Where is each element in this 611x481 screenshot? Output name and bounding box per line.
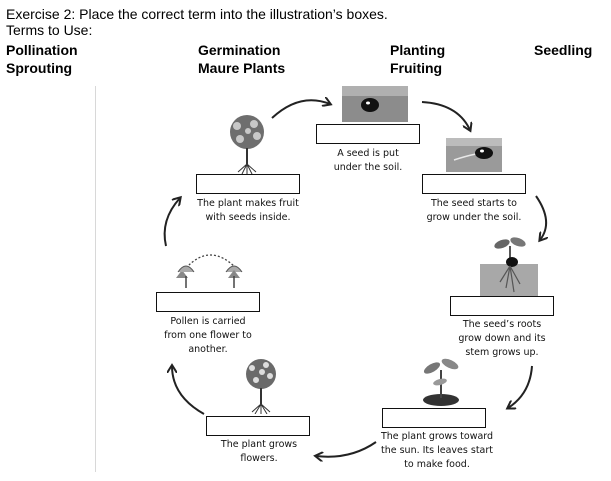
terms-heading: Terms to Use:: [6, 22, 93, 38]
answer-box-seedling-step[interactable]: [382, 408, 486, 428]
arrow-2: [421, 101, 470, 130]
arrow-4: [508, 365, 533, 408]
answer-box-flowering-step[interactable]: [206, 416, 310, 436]
answer-box-sprouting-step[interactable]: [450, 296, 554, 316]
young-plant-photo: [423, 358, 459, 406]
arrow-3: [535, 195, 546, 240]
answer-box-fruiting-step[interactable]: [196, 174, 300, 194]
flowering-plant-photo: [246, 359, 276, 414]
answer-box-planting-step[interactable]: [316, 124, 420, 144]
exercise-instruction: Exercise 2: Place the correct term into …: [6, 6, 388, 22]
fruiting-tree-photo: [230, 115, 264, 174]
term-pollination: Pollination: [6, 42, 78, 58]
pollination-flowers-photo: [176, 254, 243, 288]
term-fruiting: Fruiting: [390, 60, 443, 76]
term-mature-plants: Maure Plants: [198, 60, 286, 76]
arrow-1: [271, 100, 330, 119]
arrow-7: [163, 198, 180, 247]
divider-line: [95, 86, 96, 472]
term-planting: Planting: [390, 42, 446, 58]
term-seedling: Seedling: [534, 42, 593, 58]
seed-in-soil-photo: [342, 86, 408, 122]
seedling-roots-photo: [480, 237, 538, 296]
answer-box-pollination-step[interactable]: [156, 292, 260, 312]
arrow-5: [316, 441, 377, 457]
arrow-6: [172, 366, 205, 415]
term-germination: Germination: [198, 42, 281, 58]
answer-box-germination-step[interactable]: [422, 174, 526, 194]
seed-sprouting-photo: [446, 138, 502, 172]
term-sprouting: Sprouting: [6, 60, 73, 76]
